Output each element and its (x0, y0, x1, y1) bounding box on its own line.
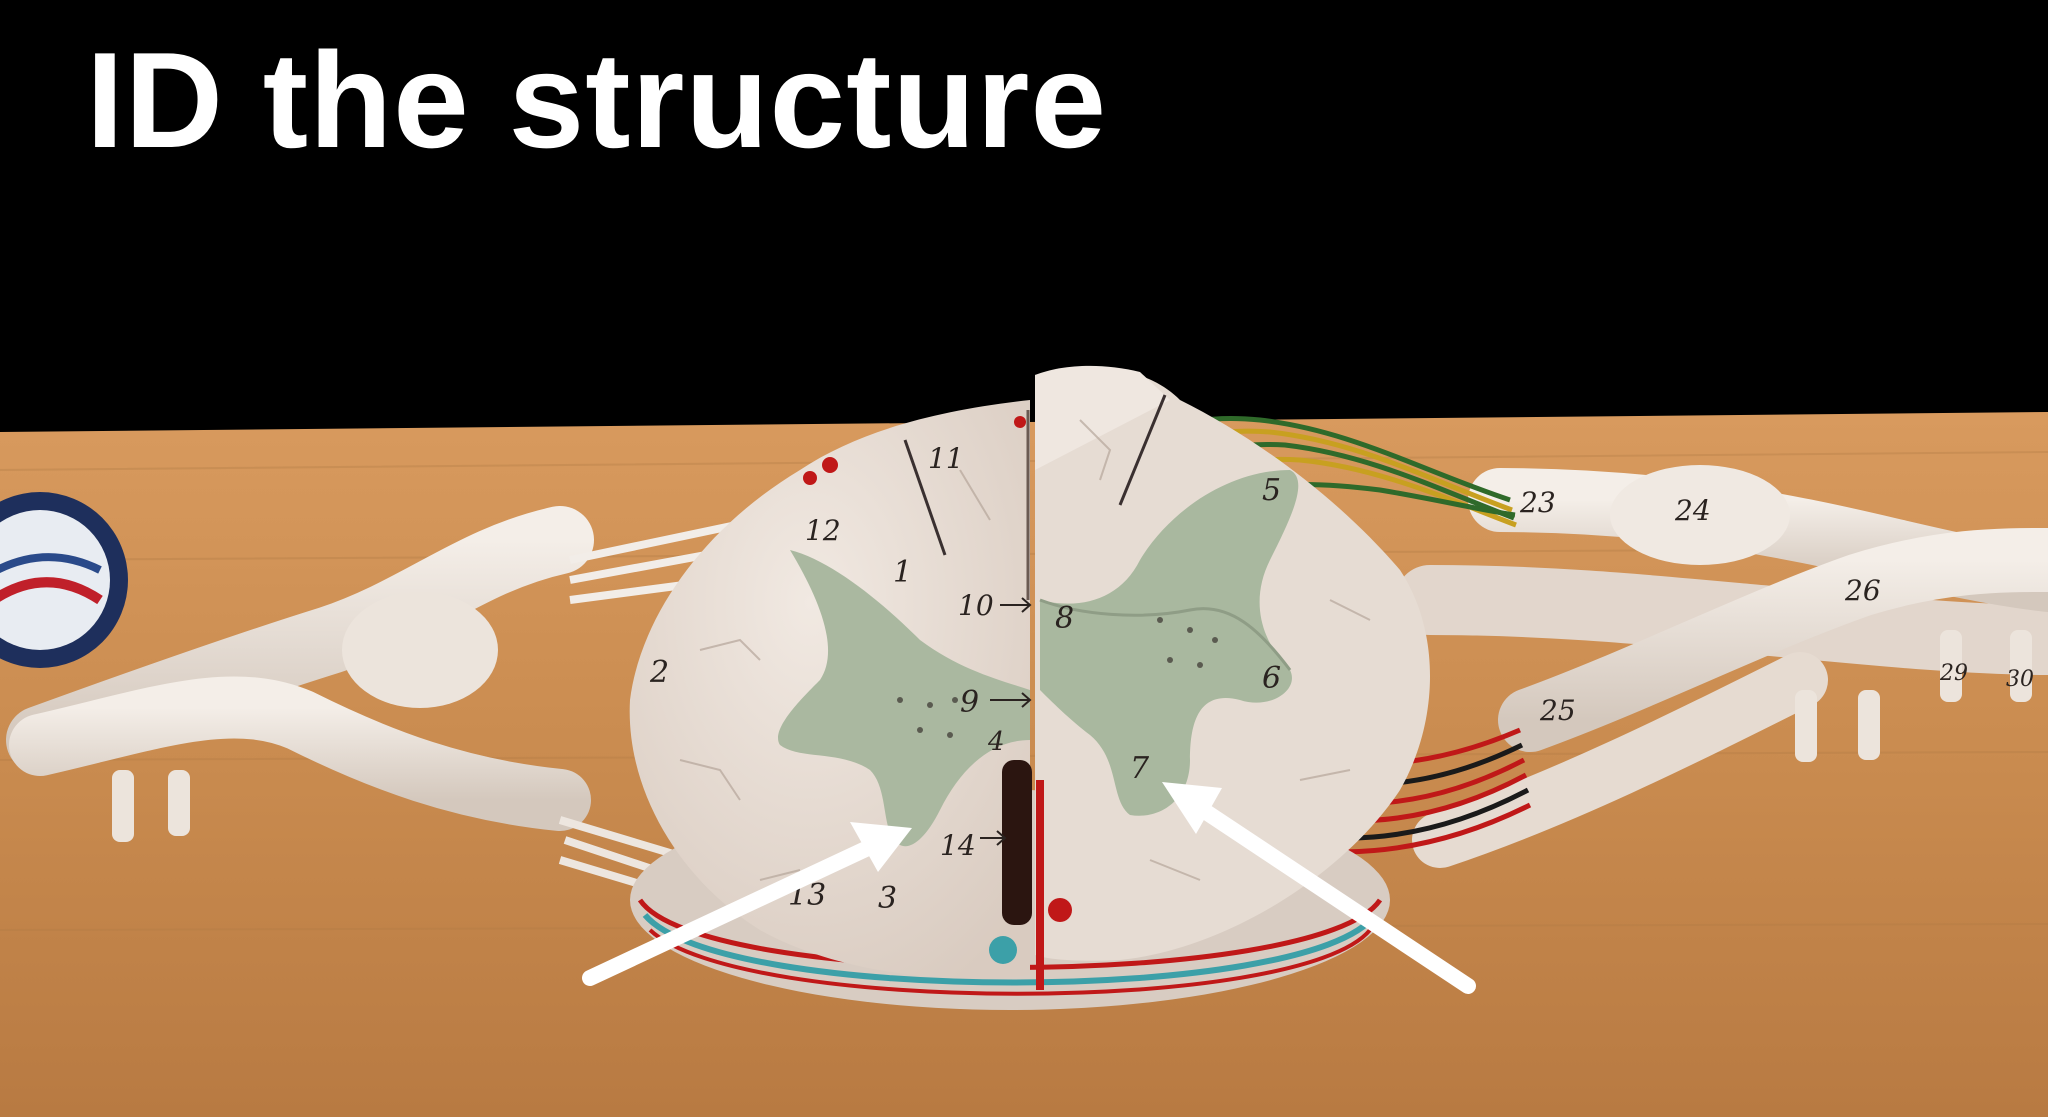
round-sticker (0, 492, 128, 668)
slide-title: ID the structure (86, 24, 1108, 176)
spinal-cord-cross-section (629, 365, 1430, 1010)
model-label-1: 1 (893, 555, 912, 590)
model-label-12: 12 (805, 514, 841, 547)
gray-matter-right (1040, 470, 1299, 816)
model-label-24: 24 (1674, 494, 1711, 527)
model-label-8: 8 (1055, 601, 1074, 636)
model-label-11: 11 (928, 442, 964, 475)
model-labels: 1 2 3 4 5 6 7 8 9 10 11 12 13 14 23 24 2… (649, 442, 2034, 916)
model-label-30: 30 (2006, 667, 2034, 692)
model-label-5: 5 (1262, 473, 1281, 508)
model-label-9: 9 (960, 685, 979, 720)
model-label-26: 26 (1844, 574, 1881, 607)
pointer-arrow-right (1162, 782, 1476, 994)
left-spinal-nerve (6, 506, 762, 924)
model-label-7: 7 (1130, 751, 1150, 786)
model-label-3: 3 (878, 881, 897, 916)
model-label-14: 14 (940, 829, 976, 862)
gray-matter-left (778, 550, 1030, 847)
model-label-29: 29 (1939, 661, 1968, 686)
model-label-6: 6 (1262, 661, 1281, 696)
model-label-10: 10 (958, 589, 994, 622)
model-label-2: 2 (649, 655, 669, 690)
pointer-arrow-left (582, 822, 912, 986)
model-label-4: 4 (987, 727, 1005, 757)
model-label-23: 23 (1519, 486, 1556, 519)
model-label-25: 25 (1539, 694, 1576, 727)
